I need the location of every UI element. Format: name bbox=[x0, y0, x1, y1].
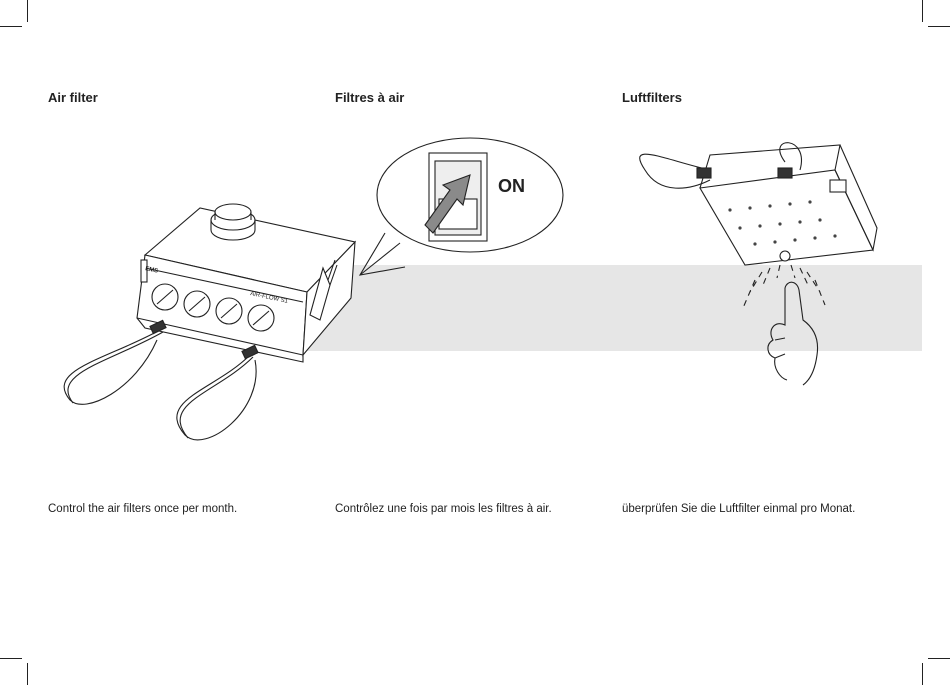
filter-check-illustration bbox=[635, 140, 880, 385]
device-illustration: EMS AIR-FLOW S1 bbox=[45, 190, 355, 450]
crop-mark bbox=[0, 26, 22, 27]
caption-german: überprüfen Sie die Luftfilter einmal pro… bbox=[622, 503, 855, 515]
heading-german: Luftfilters bbox=[622, 90, 682, 105]
heading-english: Air filter bbox=[48, 90, 98, 105]
switch-illustration: ON bbox=[355, 135, 565, 285]
heading-french: Filtres à air bbox=[335, 90, 404, 105]
crop-mark bbox=[27, 663, 28, 685]
crop-mark bbox=[928, 26, 950, 27]
switch-on-label: ON bbox=[498, 176, 525, 196]
crop-mark bbox=[922, 0, 923, 22]
crop-mark bbox=[928, 658, 950, 659]
caption-english: Control the air filters once per month. bbox=[48, 503, 237, 515]
crop-mark bbox=[27, 0, 28, 22]
crop-mark bbox=[922, 663, 923, 685]
crop-mark bbox=[0, 658, 22, 659]
caption-french: Contrôlez une fois par mois les filtres … bbox=[335, 503, 552, 515]
